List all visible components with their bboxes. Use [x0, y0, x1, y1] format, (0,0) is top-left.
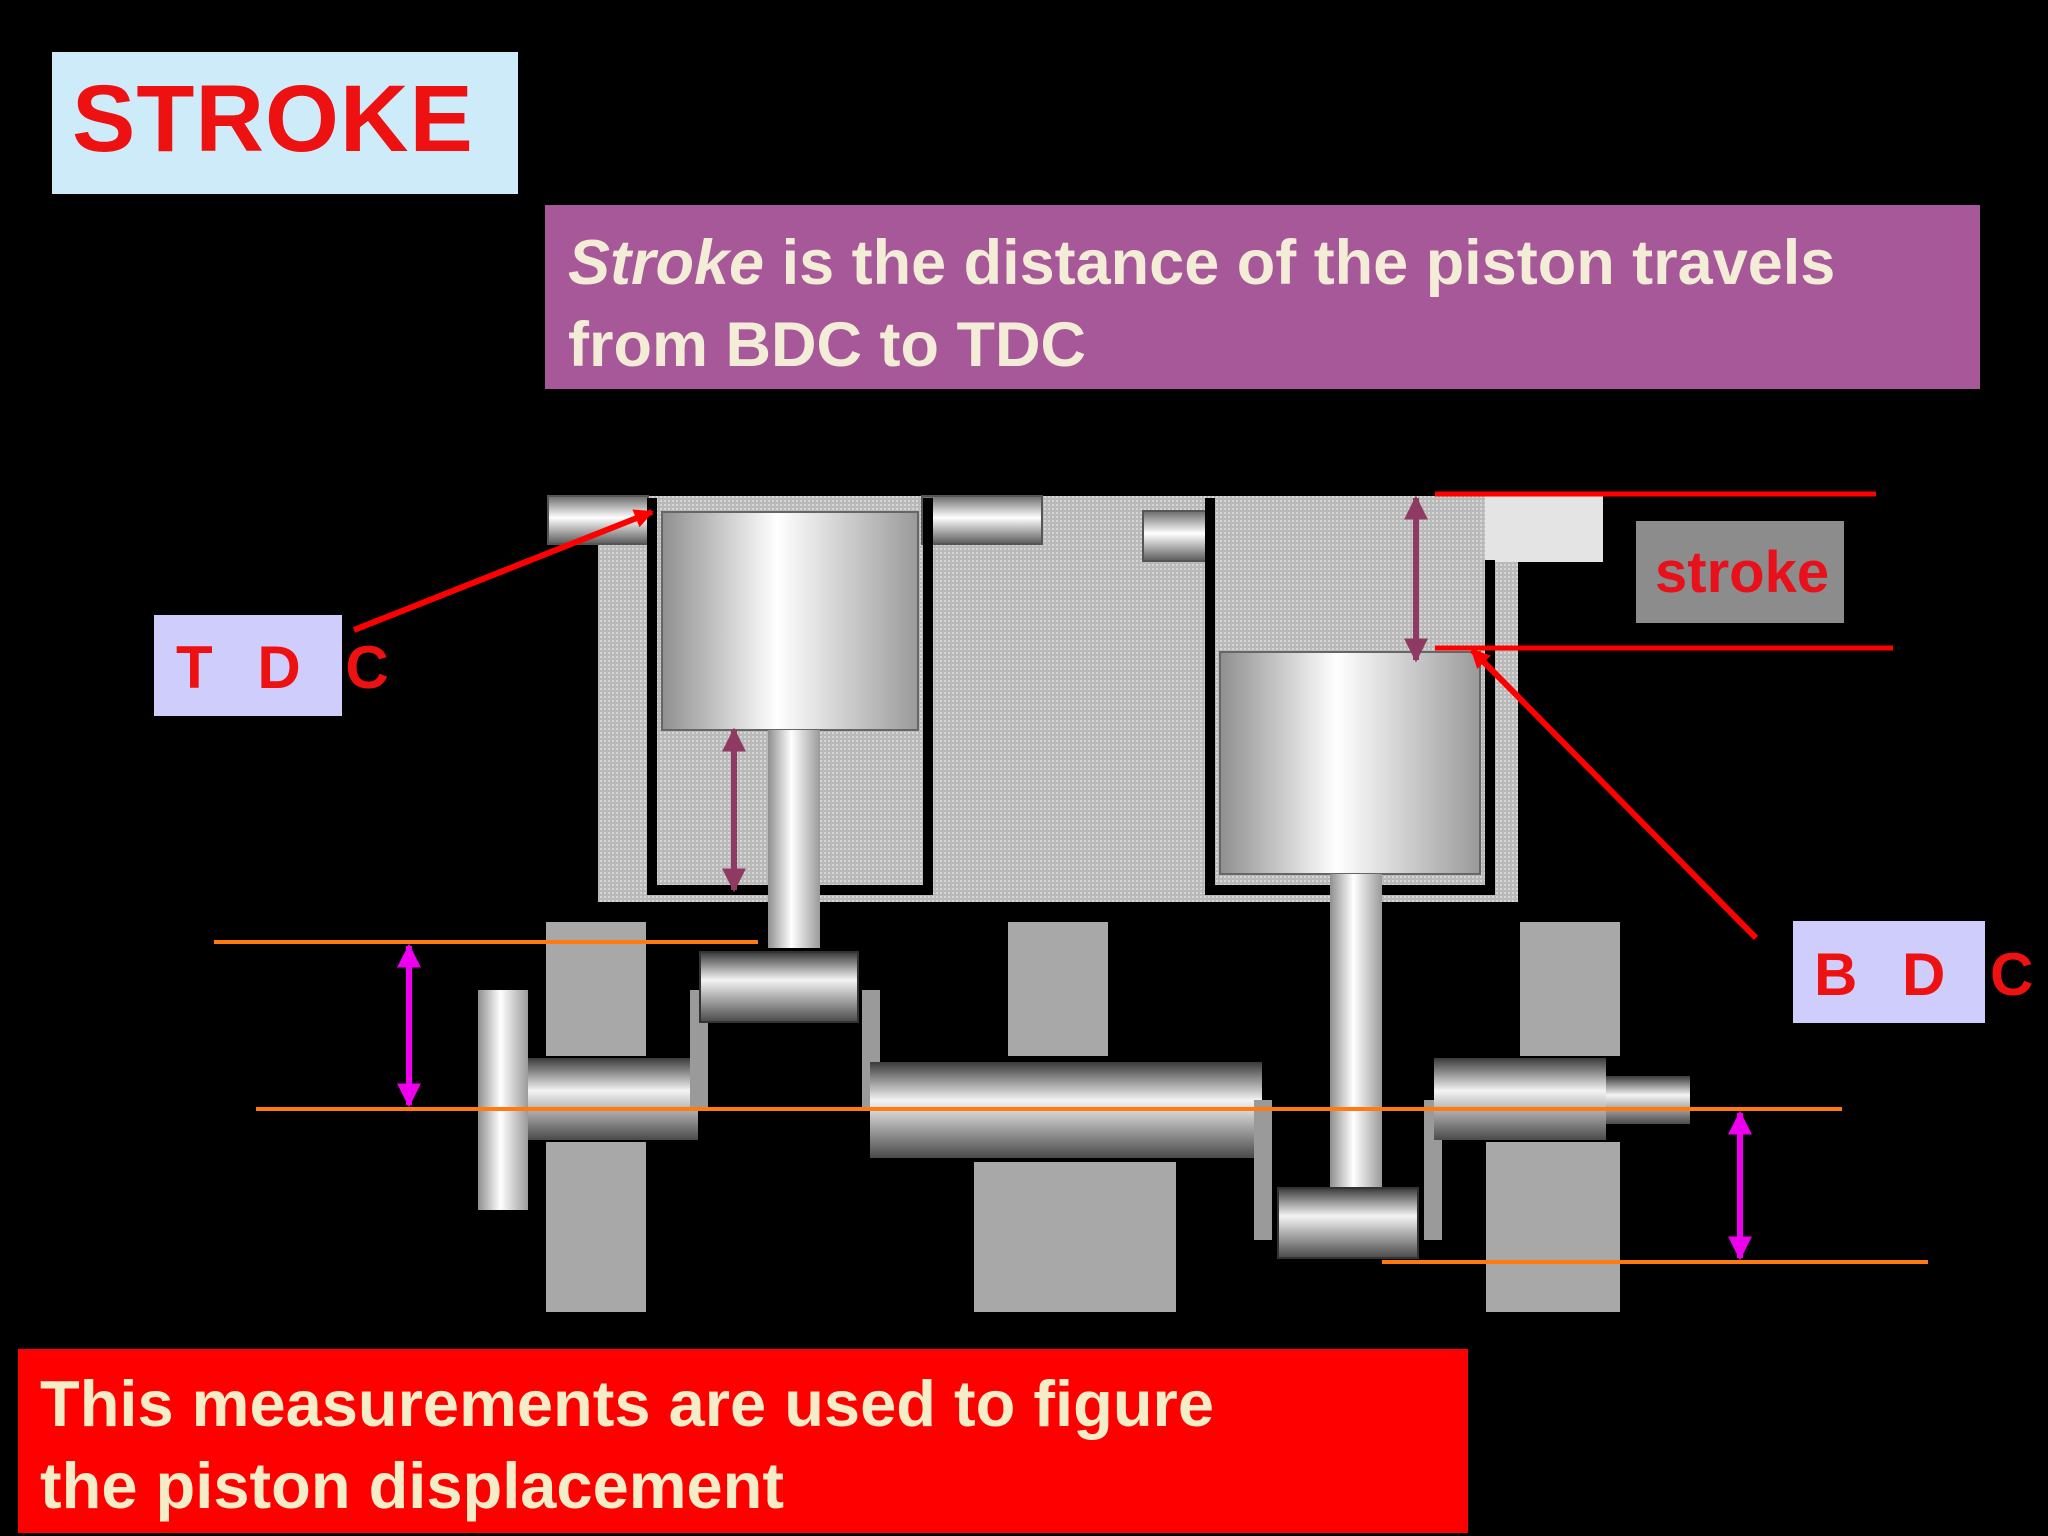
crank-web-right-1: [1254, 1100, 1272, 1240]
definition-text: Stroke is the distance of the piston tra…: [568, 222, 1988, 386]
crankshaft-end: [1606, 1076, 1690, 1124]
footer-box: [18, 1349, 1468, 1533]
definition-line2: from BDC to TDC: [568, 310, 1086, 380]
bearing-1-top: [546, 922, 646, 1056]
bearing-2-bottom: [974, 1162, 1176, 1312]
crankpin-right: [1277, 1187, 1419, 1259]
bdc-label-box: [1793, 921, 1985, 1023]
bdc-pointer-line: [1469, 647, 1759, 941]
title-box: [52, 52, 518, 194]
footer-text: This measurements are used to figure the…: [40, 1363, 1460, 1527]
definition-box: [545, 205, 1980, 389]
definition-line1: is the distance of the piston travels: [764, 228, 1836, 298]
bearing-1-bottom: [546, 1142, 646, 1312]
crankshaft-journal-left: [528, 1058, 698, 1140]
right-piston: [1219, 651, 1481, 875]
bdc-label: B D C: [1814, 941, 2048, 1008]
tdc-pointer-line: [352, 509, 654, 633]
bearing-3-bottom: [1486, 1142, 1620, 1312]
crankshaft-journal-right: [1434, 1058, 1606, 1140]
slide-title: STROKE: [72, 66, 474, 172]
left-connecting-rod: [768, 730, 820, 948]
crankpin-left: [699, 951, 859, 1023]
definition-term: Stroke: [568, 228, 765, 298]
valve-right-small: [1142, 510, 1212, 562]
bearing-2-top: [1008, 922, 1108, 1056]
tdc-label-box: [154, 615, 342, 716]
right-connecting-rod: [1330, 874, 1382, 1194]
stroke-label: stroke: [1655, 540, 1830, 605]
bearing-3-top: [1520, 922, 1620, 1056]
footer-line1: This measurements are used to figure: [40, 1367, 1214, 1440]
left-piston: [661, 511, 919, 731]
valve-middle: [921, 495, 1043, 545]
tdc-label: T D C: [176, 634, 403, 701]
footer-line2: the piston displacement: [40, 1449, 785, 1522]
stroke-label-box: [1636, 521, 1844, 623]
flywheel: [478, 990, 528, 1210]
valve-right: [1485, 496, 1603, 562]
